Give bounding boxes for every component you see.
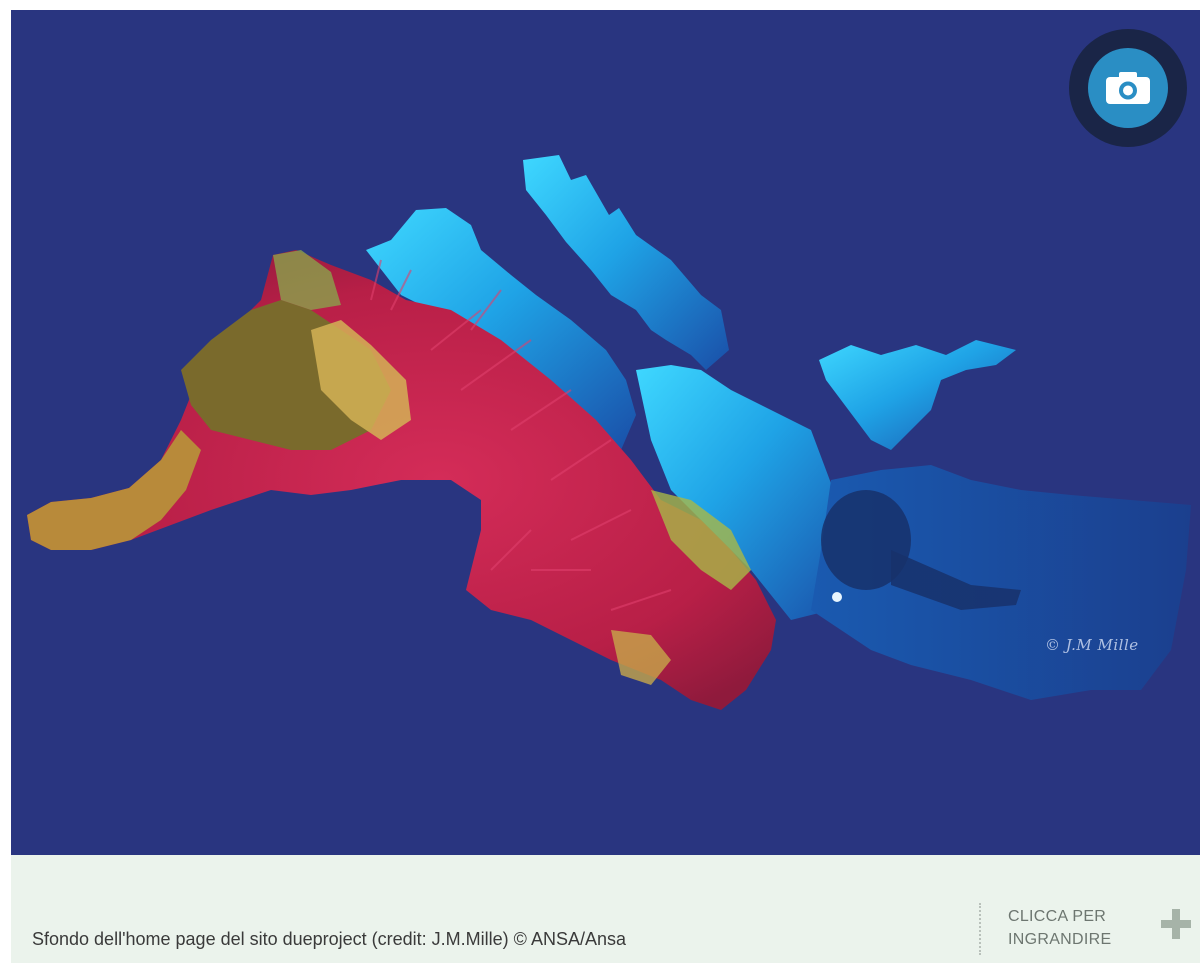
article-photo[interactable]: © J.M Mille — [11, 10, 1200, 855]
photo-watermark: © J.M Mille — [1045, 636, 1139, 654]
mediterranean-coral-image — [27, 155, 1191, 710]
photo-card: © J.M Mille Sfondo dell'home page del si… — [11, 10, 1200, 963]
camera-button-inner — [1088, 48, 1168, 128]
camera-icon — [1106, 72, 1150, 104]
photo-caption: Sfondo dell'home page del sito dueprojec… — [32, 929, 626, 949]
gallery-button[interactable] — [1069, 29, 1187, 147]
enlarge-label: CLICCA PER INGRANDIRE — [1008, 908, 1112, 948]
plus-icon — [1161, 909, 1191, 939]
enlarge-button[interactable]: CLICCA PER INGRANDIRE — [979, 903, 1200, 955]
caption-bar: Sfondo dell'home page del sito dueprojec… — [11, 855, 1200, 963]
